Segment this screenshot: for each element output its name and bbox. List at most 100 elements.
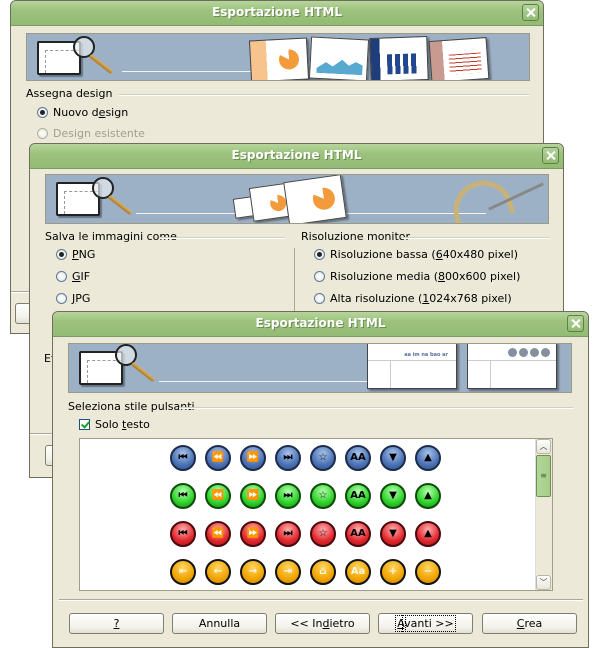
first-icon[interactable]: ⏮ (170, 483, 196, 509)
window-title: Esportazione HTML (255, 316, 386, 330)
text-size-icon[interactable]: AA (345, 445, 371, 471)
page-icon (37, 41, 81, 75)
vertical-scrollbar[interactable]: ︿ ≡ ﹀ (535, 439, 552, 590)
radio-existing-design[interactable]: Design esistente (37, 127, 145, 140)
magnifier-icon (115, 344, 137, 366)
down-icon[interactable]: ▼ (380, 483, 406, 509)
first-icon[interactable]: ⏮ (170, 445, 196, 471)
button-style-list[interactable]: ⏮ ⏪ ⏩ ⏭ ☆ AA ▼ ▲ ⏮ ⏪ ⏩ ⏭ ☆ AA ▼ ▲ ⏮ ⏪ ⏩ ⏭ ☆ AA ▼ ▲ ⇤ ← → ⇥ ⌂ Aa +− ︿ ≡… (79, 438, 553, 591)
group-label-monitor-resolution: Risoluzione monitor (301, 230, 411, 243)
home-icon[interactable]: ⌂ (310, 559, 336, 585)
radio-indicator (37, 128, 48, 139)
thumb-area-chart (308, 36, 370, 80)
radio-gif[interactable]: GIF (56, 270, 90, 283)
checkbox-text-only[interactable]: Solo testo (79, 418, 150, 431)
group-label-save-images: Salva le immagini come (45, 230, 177, 243)
radio-label: JPG (72, 292, 91, 305)
checkbox-indicator (79, 419, 90, 430)
radio-label: Design esistente (53, 127, 145, 140)
last-icon[interactable]: ⏭ (275, 521, 301, 547)
radio-resolution-high[interactable]: Alta risoluzione (1024x768 pixel) (314, 292, 512, 305)
scroll-down-icon[interactable]: ﹀ (536, 575, 551, 590)
next-button[interactable]: Avanti >> (378, 613, 473, 634)
scroll-thumb[interactable]: ≡ (536, 455, 551, 497)
banner-image (26, 33, 530, 81)
down-icon[interactable]: ▼ (380, 445, 406, 471)
magnifier-icon (73, 36, 95, 58)
up-icon[interactable]: ▲ (415, 521, 441, 547)
minus-icon[interactable]: − (415, 559, 441, 585)
window-title: Esportazione HTML (231, 148, 362, 162)
radio-label: GIF (72, 270, 91, 283)
thumb-pie-chart (248, 37, 310, 80)
left-arrow-icon[interactable]: ← (205, 559, 231, 585)
close-icon[interactable] (567, 315, 584, 332)
radio-png[interactable]: PNG (56, 248, 95, 261)
forward-icon[interactable]: ⏩ (240, 521, 266, 547)
radio-indicator (314, 271, 325, 282)
rewind-icon[interactable]: ⏪ (205, 521, 231, 547)
radio-label: Risoluzione media (800x600 pixel) (330, 270, 521, 283)
down-icon[interactable]: ▼ (380, 521, 406, 547)
last-icon[interactable]: ⏭ (275, 483, 301, 509)
forward-icon[interactable]: ⏩ (240, 483, 266, 509)
window-title: Esportazione HTML (212, 5, 342, 19)
star-icon[interactable]: ☆ (310, 483, 336, 509)
title-bar[interactable]: Esportazione HTML (30, 144, 563, 169)
star-icon[interactable]: ☆ (310, 521, 336, 547)
button-style-grid: ⏮ ⏪ ⏩ ⏭ ☆ AA ▼ ▲ ⏮ ⏪ ⏩ ⏭ ☆ AA ▼ ▲ ⏮ ⏪ ⏩ ⏭ ☆ AA ▼ ▲ ⇤ ← → ⇥ ⌂ Aa +− (170, 445, 441, 585)
thumb-button-nav (467, 344, 557, 389)
thumb-text-page (428, 37, 490, 80)
cancel-button[interactable]: Annulla (172, 613, 267, 634)
radio-indicator (314, 293, 325, 304)
scroll-up-icon[interactable]: ︿ (536, 439, 551, 454)
radio-new-design[interactable]: Nuovo design (37, 106, 128, 119)
up-icon[interactable]: ▲ (415, 445, 441, 471)
text-aa-icon[interactable]: Aa (345, 559, 371, 585)
group-label-assign-design: Assegna design (26, 87, 113, 100)
radio-resolution-medium[interactable]: Risoluzione media (800x600 pixel) (314, 270, 520, 283)
radio-label: PNG (72, 248, 96, 261)
title-bar[interactable]: Esportazione HTML (11, 1, 543, 26)
radio-label: Nuovo design (53, 106, 129, 119)
radio-resolution-low[interactable]: Risoluzione bassa (640x480 pixel) (314, 248, 518, 261)
last-icon[interactable]: ⏭ (275, 445, 301, 471)
right-arrow-icon[interactable]: → (240, 559, 266, 585)
radio-indicator (37, 107, 48, 118)
page-icon (79, 351, 123, 385)
dialog-window-3: Esportazione HTML aa im na bao ar Selezi… (52, 311, 589, 648)
magnifier-icon (92, 177, 114, 199)
radio-label: Risoluzione bassa (640x480 pixel) (330, 248, 519, 261)
text-size-icon[interactable]: AA (345, 521, 371, 547)
radio-label: Alta risoluzione (1024x768 pixel) (330, 292, 512, 305)
thumb-bar-chart (369, 36, 429, 80)
rewind-icon[interactable]: ⏪ (205, 445, 231, 471)
create-button[interactable]: Crea (482, 613, 577, 634)
radio-indicator (56, 271, 67, 282)
star-icon[interactable]: ☆ (310, 445, 336, 471)
thumb-text-nav: aa im na bao ar (367, 344, 457, 389)
forward-icon[interactable]: ⏩ (240, 445, 266, 471)
back-button[interactable]: << Indietro (275, 613, 370, 634)
partial-label: Ef (44, 352, 55, 365)
radio-indicator (56, 249, 67, 260)
group-label-button-style: Seleziona stile pulsanti (68, 400, 195, 413)
radio-indicator (56, 293, 67, 304)
help-button[interactable]: ? (69, 613, 164, 634)
banner-image (45, 174, 549, 224)
first-arrow-icon[interactable]: ⇤ (170, 559, 196, 585)
checkbox-label: Solo testo (95, 418, 150, 431)
close-icon[interactable] (522, 4, 539, 21)
radio-jpg[interactable]: JPG (56, 292, 90, 305)
first-icon[interactable]: ⏮ (170, 521, 196, 547)
text-size-icon[interactable]: AA (345, 483, 371, 509)
last-arrow-icon[interactable]: ⇥ (275, 559, 301, 585)
rewind-icon[interactable]: ⏪ (205, 483, 231, 509)
plus-icon[interactable]: + (380, 559, 406, 585)
thumb-pie-large (283, 175, 347, 223)
up-icon[interactable]: ▲ (415, 483, 441, 509)
banner-image: aa im na bao ar (68, 343, 572, 393)
close-icon[interactable] (542, 147, 559, 164)
title-bar[interactable]: Esportazione HTML (53, 312, 588, 337)
radio-indicator (314, 249, 325, 260)
